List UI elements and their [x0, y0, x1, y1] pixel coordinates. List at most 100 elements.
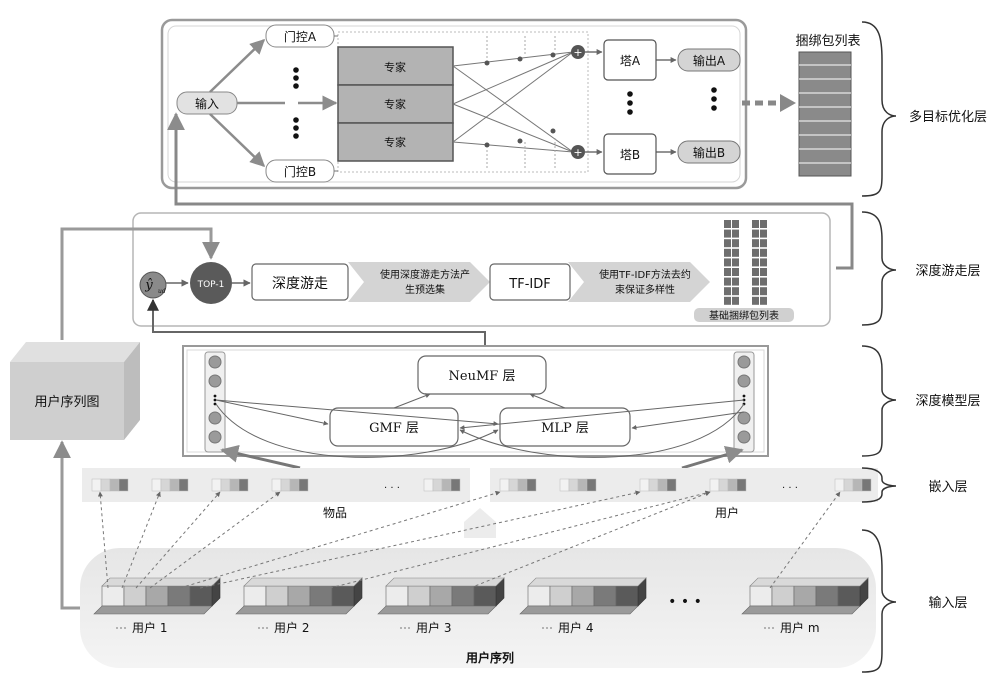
grid-cell: [724, 248, 731, 257]
preselect-arrow-step: 使用深度游走方法产 生预选集: [348, 262, 490, 302]
diversity-arrow-step: 使用TF-IDF方法去约 束保证多样性: [568, 262, 710, 302]
user-label-1: 用户 1: [132, 620, 167, 635]
base-bundle-label: 基础捆绑包列表: [694, 308, 794, 322]
user-graph-label: 用户序列图: [34, 394, 99, 410]
user-sequence-bar: [741, 577, 869, 615]
grid-cell: [724, 287, 731, 296]
user-sequence-bar: [93, 577, 221, 615]
grid-cell: [752, 287, 759, 296]
bundle-list-title: 捆绑包列表: [795, 34, 860, 49]
svg-text:GMF 层: GMF 层: [369, 421, 419, 436]
item-embed-dots: · · ·: [384, 483, 400, 494]
svg-text:输入: 输入: [195, 96, 219, 111]
user-label-4: 用户 4: [558, 620, 593, 635]
grid-cell: [724, 258, 731, 267]
grid-cell: [760, 287, 767, 296]
user-embed-dots: · · ·: [782, 483, 798, 494]
svg-text:MLP 层: MLP 层: [541, 421, 589, 436]
grid-cell: [724, 277, 731, 286]
grid-cell: [724, 239, 731, 248]
bundle-list: 捆绑包列表: [795, 34, 861, 177]
svg-text:ŷ: ŷ: [144, 278, 153, 293]
embedding-vector: [559, 478, 597, 492]
layer-label-embedding: 嵌入层: [928, 480, 967, 495]
output-b-node: 输出B: [677, 140, 741, 164]
user-label-2: 用户 2: [274, 620, 309, 635]
svg-text:输出A: 输出A: [693, 53, 726, 68]
embed-up-arrow: [464, 508, 496, 538]
input-node: 输入: [176, 91, 238, 115]
svg-text:门控A: 门控A: [284, 29, 317, 44]
deep-walk-panel: ŷ ud TOP-1 深度游走 使用深度游走方法产 生预选集 TF-IDF 使用…: [132, 212, 831, 327]
gmf-layer: GMF 层: [329, 407, 459, 447]
expert-block: 专家 专家 专家: [337, 46, 454, 162]
grid-cell: [752, 258, 759, 267]
y-hat-node: ŷ ud: [139, 271, 167, 299]
embedding-vector: [834, 478, 872, 492]
vector-node: [208, 374, 222, 388]
to-bundle-arrow: [742, 94, 796, 112]
base-bundle-grid: [724, 220, 767, 305]
grid-cell: [732, 258, 739, 267]
svg-text:+: +: [573, 46, 582, 59]
svg-text:束保证多样性: 束保证多样性: [615, 283, 675, 296]
svg-text:使用TF-IDF方法去约: 使用TF-IDF方法去约: [599, 268, 691, 281]
grid-cell: [760, 229, 767, 238]
svg-text:生预选集: 生预选集: [405, 283, 445, 296]
grid-cell: [760, 277, 767, 286]
grid-cell: [732, 287, 739, 296]
grid-cell: [752, 296, 759, 305]
sequence-ellipsis: • • •: [668, 594, 702, 610]
grid-cell: [760, 220, 767, 228]
embedding-vector: [91, 478, 129, 492]
layer-label-input: 输入层: [928, 595, 967, 611]
layer-braces: [861, 21, 897, 673]
tfidf-node: TF-IDF: [489, 263, 571, 301]
grid-cell: [732, 296, 739, 305]
grid-cell: [760, 239, 767, 248]
expert-1-label: 专家: [384, 60, 406, 74]
embedding-vector: [151, 478, 189, 492]
vector-node: [737, 411, 751, 425]
layer-label-deep-walk: 深度游走层: [915, 263, 980, 279]
embedding-vector: [271, 478, 309, 492]
sum-node-a: +: [571, 45, 585, 59]
expert-2-label: 专家: [384, 97, 406, 111]
multi-objective-panel: 专家 专家 专家 +: [160, 18, 748, 190]
expert-3-label: 专家: [384, 135, 406, 149]
svg-text:+: +: [573, 146, 582, 159]
neumf-layer: NeuMF 层: [417, 355, 547, 395]
grid-cell: [732, 268, 739, 276]
svg-text:基础捆绑包列表: 基础捆绑包列表: [709, 309, 779, 322]
user-sequence-bar: [235, 577, 363, 615]
user-sequence-bar: [377, 577, 505, 615]
user-vector-column: [733, 351, 755, 453]
deep-model-panel: NeuMF 层 GMF 层 MLP 层: [182, 345, 769, 458]
grid-cell: [760, 248, 767, 257]
gate-a-node: 门控A: [265, 24, 335, 48]
grid-cell: [752, 277, 759, 286]
user-label-5: 用户 m: [780, 620, 820, 635]
tower-a-node: 塔A: [603, 39, 657, 81]
svg-text:TF-IDF: TF-IDF: [508, 277, 550, 292]
svg-text:塔A: 塔A: [620, 54, 641, 68]
mlp-layer: MLP 层: [499, 407, 631, 447]
grid-cell: [732, 229, 739, 238]
svg-text:TOP-1: TOP-1: [197, 280, 225, 290]
grid-cell: [724, 220, 731, 228]
item-embed-label: 物品: [323, 506, 347, 520]
grid-cell: [752, 229, 759, 238]
grid-cell: [760, 296, 767, 305]
grid-cell: [752, 268, 759, 276]
vector-node: [208, 355, 222, 369]
grid-cell: [752, 220, 759, 228]
user-label-3: 用户 3: [416, 620, 451, 635]
deepwalk-node: 深度游走: [251, 263, 349, 301]
svg-text:门控B: 门控B: [284, 164, 316, 179]
layer-label-multi-objective: 多目标优化层: [909, 109, 987, 125]
grid-cell: [760, 268, 767, 276]
grid-cell: [732, 239, 739, 248]
user-embed-label: 用户: [715, 505, 739, 520]
grid-cell: [724, 268, 731, 276]
svg-text:使用深度游走方法产: 使用深度游走方法产: [380, 268, 470, 281]
